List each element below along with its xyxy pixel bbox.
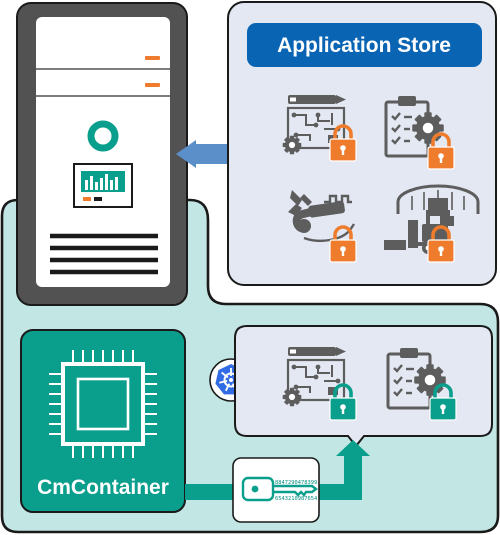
license-connector xyxy=(185,440,370,500)
cmcontainer-block: CmContainer xyxy=(20,329,186,513)
cmcontainer-label: CmContainer xyxy=(37,476,169,499)
chip-icon xyxy=(49,350,157,458)
vent-lines xyxy=(50,233,158,275)
power-button-icon xyxy=(87,120,119,152)
key-code-line-2: 6543210987654 xyxy=(275,496,317,502)
licensed-apps-panel xyxy=(234,325,493,448)
key-code-line-1: 8847290478399 xyxy=(275,480,317,486)
store-title-bar xyxy=(247,23,482,67)
server-tower xyxy=(16,2,188,306)
display-panel-icon xyxy=(73,163,133,208)
key-icon xyxy=(241,476,318,502)
application-store-panel: Application Store xyxy=(227,1,497,286)
store-title: Application Store xyxy=(277,34,451,57)
license-key: 8847290478399 6543210987654 xyxy=(232,457,320,523)
store-pointer-arrow xyxy=(176,140,232,168)
